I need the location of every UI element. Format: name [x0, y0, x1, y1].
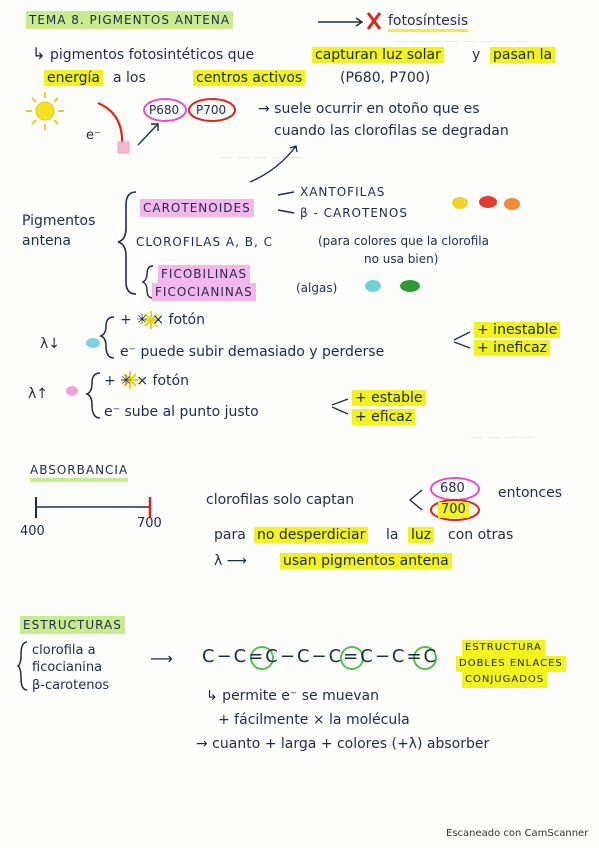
clorofilas-label: CLOROFILAS A, B, C — [136, 235, 273, 249]
ficocianinas-label: FICOCIANINAS — [152, 283, 256, 301]
intro-text: a los — [113, 70, 146, 86]
intro-highlight: capturan luz solar — [312, 47, 444, 63]
yellow-star-icon — [142, 311, 160, 329]
scanner-watermark: Escaneado con CamScanner — [446, 828, 589, 839]
pigmentos-label: Pigmentos — [22, 213, 96, 229]
p700-label: P700 — [196, 103, 227, 117]
orange-blob — [504, 198, 520, 210]
entonces-text: entonces — [498, 485, 563, 501]
absorbancia-text: clorofilas solo captan — [206, 492, 355, 508]
estructura-arrow: ⟶ — [150, 649, 173, 668]
foton-text: + ✳ × fotón — [120, 312, 205, 328]
sun-icon — [26, 92, 64, 130]
intro-highlight: energía — [44, 70, 103, 86]
double-bond-circle — [250, 646, 274, 670]
p680-circle — [143, 98, 187, 122]
show-through-text: — — — — — — [220, 150, 302, 165]
intro-text: (P680, P700) — [340, 70, 431, 86]
p700-circle — [188, 98, 236, 122]
autumn-arrow — [249, 145, 297, 183]
estructura-item: clorofila a — [32, 643, 96, 658]
yellow-blob — [452, 197, 468, 209]
show-through-text: — — — — — [470, 430, 535, 445]
clorofilas-note: no usa bien) — [364, 252, 439, 266]
clorofilas-note: (para colores que la clorofila — [318, 234, 489, 248]
absorbancia-text: la — [386, 527, 399, 543]
estructura-box: ESTRUCTURA — [462, 640, 545, 656]
electron-text: e⁻ sube al punto justo — [104, 404, 259, 420]
estructuras-title: ESTRUCTURAS — [20, 616, 125, 634]
carotenoides-label: CAROTENOIDES — [140, 199, 254, 217]
680-label: 680 — [440, 481, 465, 496]
energy-arrow — [97, 101, 124, 147]
estructura-box: DOBLES ENLACES — [456, 656, 566, 672]
estructura-item: β-carotenos — [32, 678, 110, 693]
electron-label: e⁻ — [86, 128, 101, 143]
scale-max-label: 700 — [137, 516, 162, 531]
absorbancia-highlight: luz — [408, 527, 435, 543]
foton-text: + ✳ × fotón — [104, 373, 189, 389]
green-blob — [400, 280, 420, 292]
absorbancia-highlight: usan pigmentos antena — [280, 553, 452, 569]
cyan-blob — [365, 280, 381, 292]
lambda-high-label: λ↑ — [28, 386, 49, 402]
estable-label: + estable — [352, 390, 426, 406]
absorbancia-text: para — [214, 527, 246, 543]
intro-text: pigmentos fotosintéticos que — [50, 47, 255, 63]
pink-blob-small — [66, 386, 78, 396]
intro-highlight: centros activos — [193, 70, 306, 86]
intro-text: y — [472, 47, 481, 63]
electron-text: e⁻ puede subir demasiado y perderse — [120, 344, 385, 360]
fotosintesis-word: fotosíntesis — [388, 13, 469, 32]
absorbancia-text: λ ⟶ — [214, 553, 247, 569]
arrow-head — [355, 17, 364, 27]
absorbancia-highlight: no desperdiciar — [254, 527, 369, 543]
beta-carotenos-label: β - CAROTENOS — [300, 206, 408, 220]
estructura-item: ficocianina — [32, 660, 103, 675]
lambda-low-label: λ↓ — [40, 336, 61, 352]
scale-min-label: 400 — [20, 524, 45, 539]
estructura-point: ↳ permite e⁻ se muevan — [206, 688, 379, 704]
cyan-blob-small — [86, 338, 100, 348]
intro-highlight: pasan la — [490, 47, 556, 63]
show-through-text: — — — — — — — — — [395, 34, 528, 49]
pink-square-icon — [117, 141, 130, 154]
inestable-label: + inestable — [474, 322, 561, 338]
p680-label: P680 — [149, 103, 180, 117]
eficaz-label: + eficaz — [352, 409, 416, 425]
double-bond-circle — [340, 646, 364, 670]
estructura-point: → cuanto + larga + colores (+λ) absorber — [196, 736, 490, 752]
700-circle — [430, 499, 480, 521]
antena-label: antena — [22, 233, 72, 249]
red-blob — [479, 196, 497, 208]
carbon-chain: C−C=C−C−C=C−C=C — [202, 646, 439, 667]
otono-line-2: cuando las clorofilas se degradan — [274, 123, 509, 139]
estructura-box: CONJUGADOS — [462, 672, 548, 688]
absorbancia-text: con otras — [448, 527, 514, 543]
absorbancia-title: ABSORBANCIA — [30, 462, 129, 482]
yellow-star-icon — [121, 371, 139, 389]
700-label: 700 — [438, 502, 469, 518]
estructura-point: + fácilmente × la molécula — [218, 712, 410, 728]
otono-line-1: → suele ocurrir en otoño que es — [258, 101, 480, 117]
xantofilas-label: XANTOFILAS — [300, 185, 386, 199]
intro-arrow: ↳ — [32, 44, 46, 63]
pigments-brace — [117, 191, 137, 295]
double-bond-circle — [413, 646, 437, 670]
algas-label: (algas) — [296, 281, 338, 295]
ineficaz-label: + ineficaz — [474, 340, 550, 356]
ficobilinas-label: FICOBILINAS — [158, 265, 251, 283]
tema-title: TEMA 8. PIGMENTOS ANTENA — [26, 11, 234, 29]
